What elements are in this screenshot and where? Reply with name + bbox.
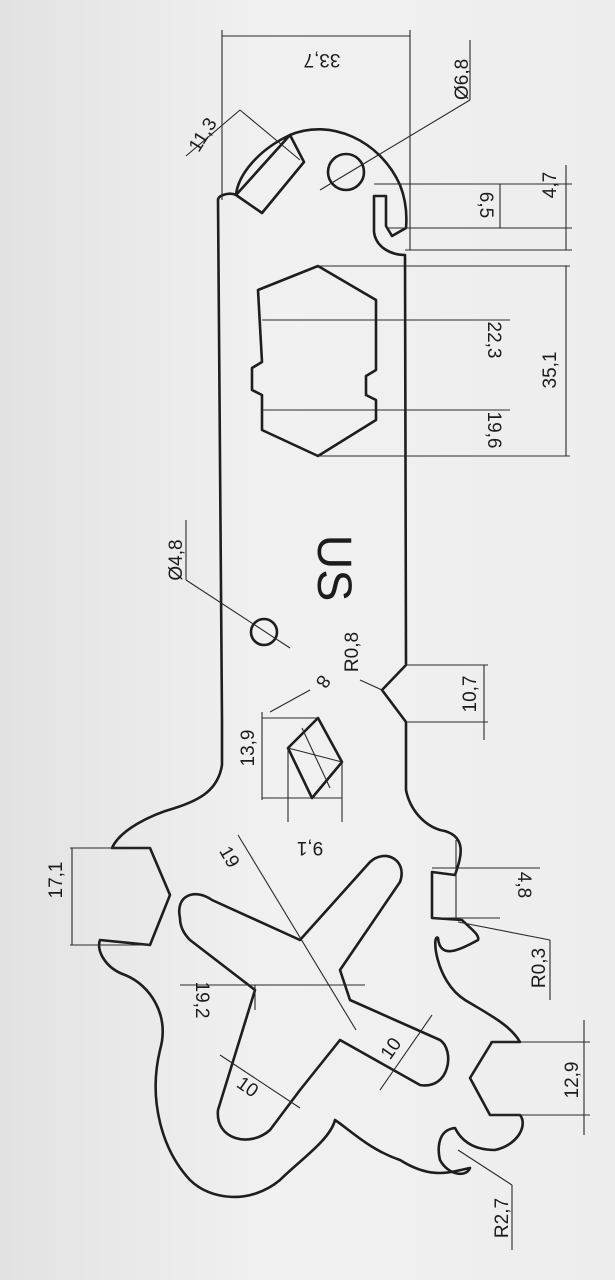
dim-star-span: 19 [214,843,243,872]
dim-diamond-side: 8 [311,671,334,692]
dim-hex-large-flat: 22,3 [483,322,504,359]
dim-jaw-left: 17,1 [46,862,67,899]
wrench-outline [97,127,524,1199]
part-marking: US [307,535,360,602]
dim-hex-large-length: 35,1 [540,352,561,389]
hex-socket-large [250,264,378,458]
dim-jaw-top: 11,3 [185,114,222,155]
dim-overall-width: 33,7 [304,49,341,70]
dim-arm-width-left: 10 [232,1073,261,1102]
dim-hole-top: Ø6,8 [452,59,473,100]
dim-hole-mid: Ø4,8 [166,539,187,580]
dim-diamond-width: 9,1 [297,837,323,858]
dim-radius-notch: R0,8 [342,632,363,672]
star-cutout [177,854,450,1141]
dim-radius-hook: R2,7 [492,1198,513,1238]
dim-star-height: 19,2 [191,982,212,1019]
hole-top [326,152,366,192]
dim-slot-mid: 4,8 [513,872,534,898]
dim-radius-slot: R0,3 [529,948,550,988]
diamond-socket [286,716,344,800]
dim-jaw-right: 12,9 [562,1062,583,1099]
dim-notch-width: 10,7 [460,676,481,713]
dim-slot-width: 4,7 [540,172,561,198]
dim-slot-depth: 6,5 [475,192,496,218]
hole-mid [249,617,279,647]
dim-diamond-height: 13,9 [238,730,259,767]
dim-hex-large-inner: 19,6 [483,412,504,449]
